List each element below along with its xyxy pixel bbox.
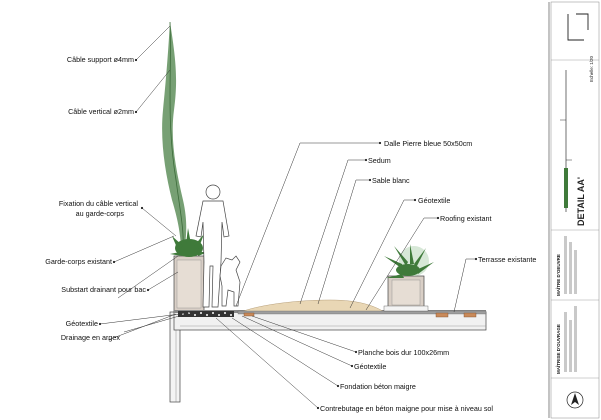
label-terrasse: Terrasse existante — [478, 255, 536, 264]
blurred-client-block — [564, 306, 577, 372]
label-garde-corps: Garde-corps existant — [45, 257, 112, 266]
label-roofing: Roofing existant — [440, 214, 492, 223]
label-fixation-2: au garde-corps — [76, 209, 125, 218]
north-arrow-icon — [566, 391, 584, 409]
label-sedum: Sedum — [368, 156, 391, 165]
label-geotextile-bottom: Géotextile — [354, 362, 386, 371]
cartouche-maitre-oeuvre: MAÎTRE D'OEUVRE — [554, 254, 561, 296]
label-geotextile-left: Géotextile — [66, 319, 98, 328]
person-silhouette — [195, 184, 230, 308]
label-dalle: Dalle Pierre bleue 50x50cm — [384, 139, 472, 148]
white-sand-layer — [237, 299, 387, 314]
location-key-plan — [560, 70, 572, 212]
vertical-cable-plant — [162, 21, 187, 247]
cartouche-title: DETAIL AA' — [576, 177, 586, 226]
leader-lines — [99, 25, 476, 409]
label-cable-vertical: Câble vertical ø2mm — [68, 107, 134, 116]
title-block: DETAIL AA' Echelle: 1/20 MAÎTRE D'OEUVRE… — [548, 1, 600, 419]
label-sable: Sable blanc — [372, 176, 410, 185]
argex-drainage — [178, 311, 234, 317]
label-geotextile-top: Géotextile — [418, 196, 450, 205]
right-planter — [383, 244, 434, 312]
leader-dots — [98, 58, 478, 410]
left-planter — [170, 228, 208, 313]
label-fondation: Fondation béton maigre — [340, 382, 416, 391]
blurred-address-block — [564, 236, 577, 294]
left-planter-plant — [170, 228, 208, 257]
label-contrebutage: Contrebutage en béton maigne pour mise à… — [320, 404, 493, 413]
label-fixation-1: Fixation du câble vertical — [59, 199, 139, 208]
cartouche-scale: Echelle: 1/20 — [589, 55, 594, 82]
annotation-labels: Câble support ø4mm Câble vertical ø2mm F… — [45, 55, 536, 413]
cartouche-logo — [567, 13, 589, 41]
label-planche: Planche bois dur 100x26mm — [358, 348, 449, 357]
hardwood-planks — [243, 312, 477, 318]
label-drainage: Drainage en argex — [61, 333, 121, 342]
dog-silhouette — [219, 255, 241, 307]
right-planter-plant — [384, 244, 434, 278]
label-substrat: Substart drainant pour bac — [61, 285, 146, 294]
label-cable-support: Câble support ø4mm — [67, 55, 134, 64]
blue-stone-paving — [237, 310, 487, 315]
cartouche-maitre-ouvrage: MAÎTRISE D'OUVRAGE — [554, 324, 561, 374]
